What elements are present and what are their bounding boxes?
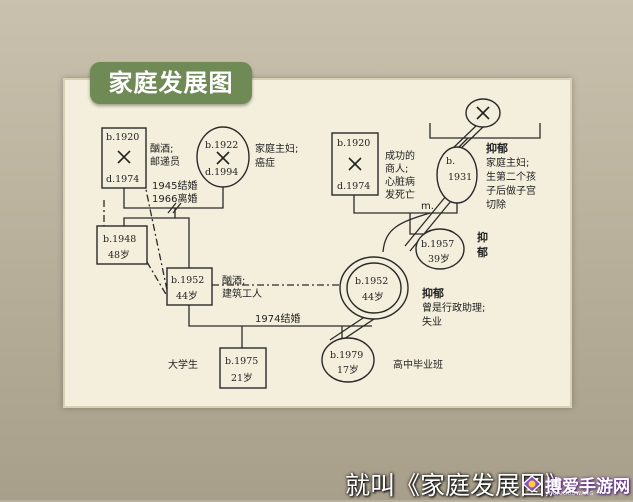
watermark-logo-icon xyxy=(522,475,542,493)
uncle-birth: b.1948 xyxy=(103,234,136,245)
grandfather-right-birth: b.1920 xyxy=(337,138,370,149)
watermark-text: 搏爱手游网 xyxy=(545,477,630,497)
line-to-grandmother-right xyxy=(457,137,469,149)
father-birth: b.1952 xyxy=(171,275,204,286)
daughter-note: 高中毕业班 xyxy=(393,358,443,371)
son-note: 大学生 xyxy=(168,358,198,371)
aunt-tag-2: 郁 xyxy=(476,245,488,259)
line-left-grandparents-marriage xyxy=(123,185,224,209)
x-mark-grandfather-right-b xyxy=(348,157,362,171)
small-m-label: m. xyxy=(421,201,434,212)
mother-birth: b.1952 xyxy=(355,276,388,287)
grandmother-right-note-4: 切除 xyxy=(486,198,506,211)
daughter-age: 17岁 xyxy=(337,364,359,376)
dashdot-grandfather-to-father xyxy=(143,179,168,291)
grandmother-right-year: 1931 xyxy=(448,172,472,183)
mother-note-1: 曾是行政助理; xyxy=(422,301,485,314)
grandmother-right-note-1: 家庭主妇; xyxy=(486,156,529,169)
line-left-grandparents-children xyxy=(123,208,176,226)
grandmother-left-note-2: 癌症 xyxy=(255,156,275,169)
grandfather-right-note-2: 商人; xyxy=(385,162,408,175)
grandfather-left-note-1: 酗酒; xyxy=(150,143,173,155)
x-mark-grandmother-left-b xyxy=(216,151,230,165)
line-parents-marriage xyxy=(188,305,372,327)
box-uncle xyxy=(96,225,148,265)
son-age: 21岁 xyxy=(231,372,253,384)
divorce-slash-1 xyxy=(167,202,177,214)
grandfather-right-death: d.1974 xyxy=(337,181,370,192)
left-marriage-label: 1945结婚 xyxy=(152,179,197,192)
father-note-1: 酗酒; xyxy=(222,275,245,287)
grandfather-left-note-2: 邮递员 xyxy=(150,155,180,168)
grandfather-left-death: d.1974 xyxy=(106,174,139,185)
diagram-paper xyxy=(63,78,572,408)
mother-note-2: 失业 xyxy=(422,315,442,328)
line-right-grandparents-marriage xyxy=(353,195,458,214)
aunt-birth: b.1957 xyxy=(421,239,454,250)
box-father xyxy=(166,267,213,306)
title-tab: 家庭发展图 xyxy=(90,62,252,104)
watermark: 搏爱手游网 BOAIGUOWANG xyxy=(515,470,633,498)
circle-aunt xyxy=(415,228,465,270)
grandmother-left-death: d.1994 xyxy=(205,167,238,178)
circle-mother-inner xyxy=(346,262,402,314)
son-birth: b.1975 xyxy=(225,356,258,367)
aunt-tag-1: 抑 xyxy=(477,230,488,244)
divorce-slash-2 xyxy=(172,202,182,214)
father-age: 44岁 xyxy=(176,290,198,302)
line-to-aunt xyxy=(382,212,431,253)
x-mark-great-grandparent-b xyxy=(476,106,490,120)
mother-tag: 抑郁 xyxy=(422,286,444,300)
circle-daughter xyxy=(321,337,375,383)
dashdot-uncle-to-father xyxy=(146,261,168,297)
box-son xyxy=(219,347,267,389)
diagram-title: 家庭发展图 xyxy=(108,69,234,97)
grandfather-right-note-3: 心脏病 xyxy=(385,175,415,188)
circle-grandmother-right xyxy=(436,146,478,204)
left-divorce-label: 1966离婚 xyxy=(152,192,197,205)
line-to-father xyxy=(175,217,190,268)
grandmother-left-note-1: 家庭主妇; xyxy=(255,142,298,155)
grandmother-right-note-2: 生第二个孩 xyxy=(486,170,536,183)
grandmother-right-tag: 抑郁 xyxy=(486,141,508,155)
watermark-subtext: BOAIGUOWANG xyxy=(549,491,594,497)
grandfather-right-note-4: 发死亡 xyxy=(385,188,415,201)
mother-age: 44岁 xyxy=(362,291,384,303)
line-great-grandparents xyxy=(429,123,541,139)
father-note-2: 建筑工人 xyxy=(222,287,262,300)
conflict-line-gm-mother-1 xyxy=(404,195,447,247)
x-mark-grandfather-left-b xyxy=(117,150,131,164)
conflict-line-1 xyxy=(450,123,479,151)
grandfather-right-note-1: 成功的 xyxy=(385,149,415,162)
parents-marriage-label: 1974结婚 xyxy=(255,312,300,325)
grandmother-right-birth: b. xyxy=(446,156,455,167)
grandmother-left-birth: b.1922 xyxy=(205,140,238,151)
uncle-age: 48岁 xyxy=(108,249,130,261)
aunt-age: 39岁 xyxy=(428,253,450,265)
grandfather-left-birth: b.1920 xyxy=(106,132,139,143)
grandmother-right-note-3: 子后做子宫 xyxy=(486,184,536,197)
daughter-birth: b.1979 xyxy=(330,350,363,361)
